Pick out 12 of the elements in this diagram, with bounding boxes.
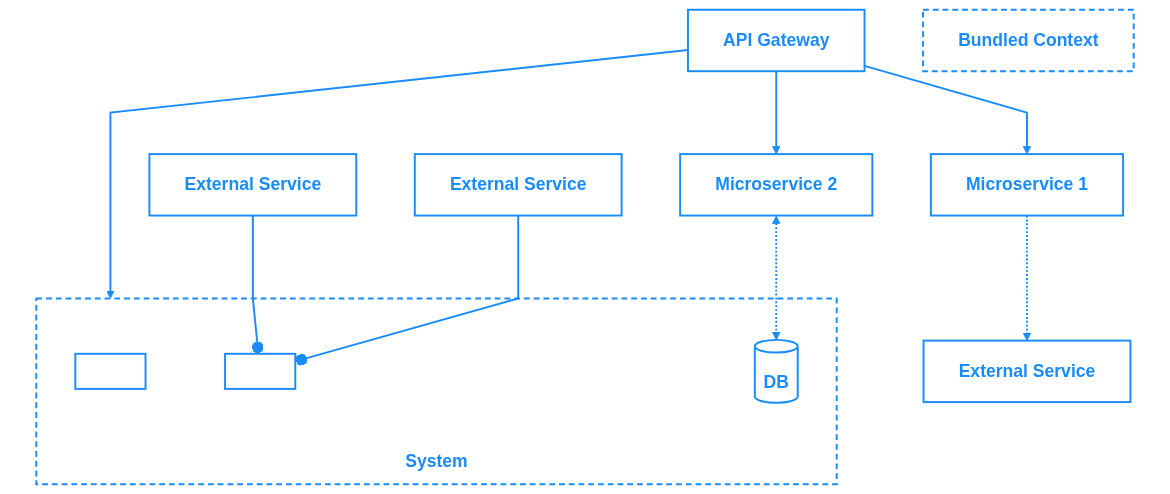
node-box [74, 352, 147, 390]
node-box [922, 8, 1135, 73]
node-box [922, 339, 1132, 404]
node-box [687, 8, 866, 73]
arrow [771, 215, 781, 341]
connector [251, 214, 264, 355]
node-box [148, 153, 358, 217]
cluster [35, 297, 838, 486]
arrow [771, 70, 781, 155]
node-box [413, 153, 623, 217]
node-box [679, 153, 874, 217]
node-box [224, 352, 297, 390]
